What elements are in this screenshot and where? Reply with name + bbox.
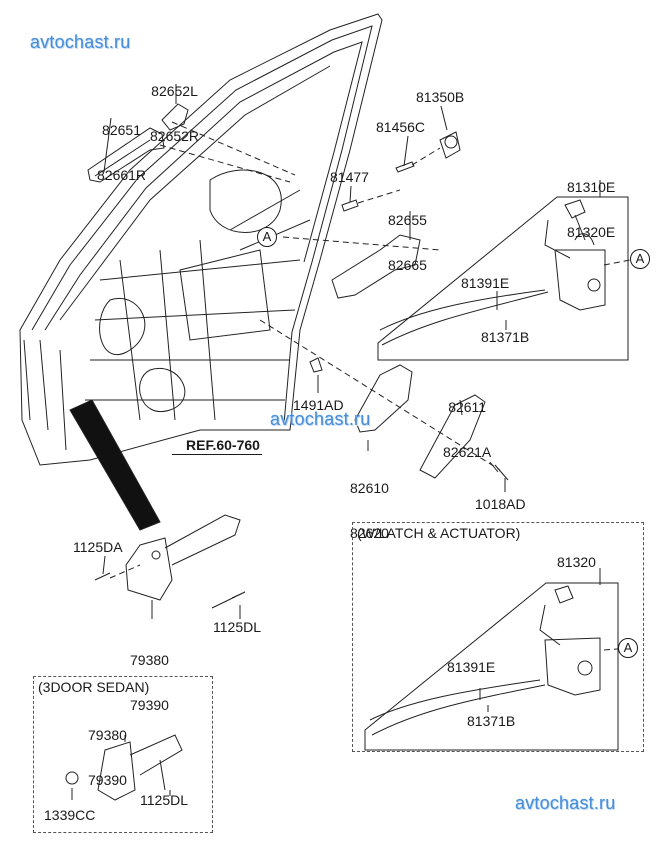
label-sedan-door-checker: 79380 79390 xyxy=(88,727,127,788)
inside-handle-cover-drawing xyxy=(419,394,486,479)
variant-latch-drawing xyxy=(369,568,601,736)
watermark-middle: avtochast.ru xyxy=(270,409,371,429)
screw-1018AD-drawing xyxy=(489,461,509,481)
inside-handle-drawing xyxy=(354,364,413,433)
striker-drawing xyxy=(439,131,461,159)
watermark-bottom: avtochast.ru xyxy=(515,793,616,813)
leader-dashed-lines xyxy=(109,121,631,651)
label-variant-cable-handle: 81391E xyxy=(447,659,496,675)
label-outside-handle-cover: 82652L 82652R xyxy=(150,83,200,144)
callout-a-door: A xyxy=(257,227,277,247)
label-inside-handle-cover: 82611 82621A xyxy=(443,399,492,460)
handle-bracket-drawing xyxy=(331,234,421,299)
variant-3door-sedan-title: (3DOOR SEDAN) xyxy=(38,679,150,695)
leader-solid-lines xyxy=(102,84,601,619)
label-latch-assembly: 81310E 81320E xyxy=(567,179,616,240)
label-sedan-checker-bolt: 1125DL xyxy=(140,792,189,808)
variant-latch-box-outline xyxy=(364,582,619,751)
label-checker-bolt-b: 1125DL xyxy=(213,619,262,635)
label-striker: 81350B xyxy=(416,89,465,105)
label-cable-inside-lock: 81371B xyxy=(481,329,530,345)
callout-a-latch: A xyxy=(630,249,650,269)
latch-box-outline xyxy=(377,196,629,361)
bolt-81477-drawing xyxy=(341,199,359,212)
label-inside-handle: 82610 82620 xyxy=(350,480,389,541)
callout-a-variant: A xyxy=(618,638,638,658)
reference-label: REF.60-760 xyxy=(172,437,262,455)
variant-latch-actuator-title: (W/LATCH & ACTUATOR) xyxy=(357,525,521,541)
label-bolt-81477: 81477 xyxy=(330,169,369,185)
variant-3door-sedan-box: (3DOOR SEDAN) xyxy=(33,676,213,833)
variant-latch-actuator-box: (W/LATCH & ACTUATOR) xyxy=(352,522,644,752)
label-door-checker: 79380 79390 xyxy=(130,652,169,713)
clip-drawing xyxy=(309,357,323,373)
sedan-checker-drawing xyxy=(65,734,183,801)
label-striker-screw: 81456C xyxy=(376,119,426,135)
latch-drawing xyxy=(379,199,606,346)
door-checker-drawing xyxy=(94,514,246,609)
label-variant-latch: 81320 xyxy=(557,554,596,570)
watermark-top: avtochast.ru xyxy=(30,32,131,52)
label-handle-bracket: 82655 82665 xyxy=(388,212,427,273)
label-outside-handle: 82651 82661R xyxy=(97,122,147,183)
label-variant-cable-lock: 81371B xyxy=(467,713,516,729)
label-checker-bolt-a: 1125DA xyxy=(73,539,123,555)
striker-screw-drawing xyxy=(395,161,415,173)
checker-pointer xyxy=(69,399,161,531)
door-frame xyxy=(19,13,383,466)
label-sedan-nut: 1339CC xyxy=(44,807,96,823)
label-cable-inside-handle: 81391E xyxy=(461,275,510,291)
handle-cover-drawing xyxy=(161,103,189,131)
label-screw-1018AD: 1018AD xyxy=(475,496,526,512)
label-clip: 1491AD xyxy=(293,397,344,413)
